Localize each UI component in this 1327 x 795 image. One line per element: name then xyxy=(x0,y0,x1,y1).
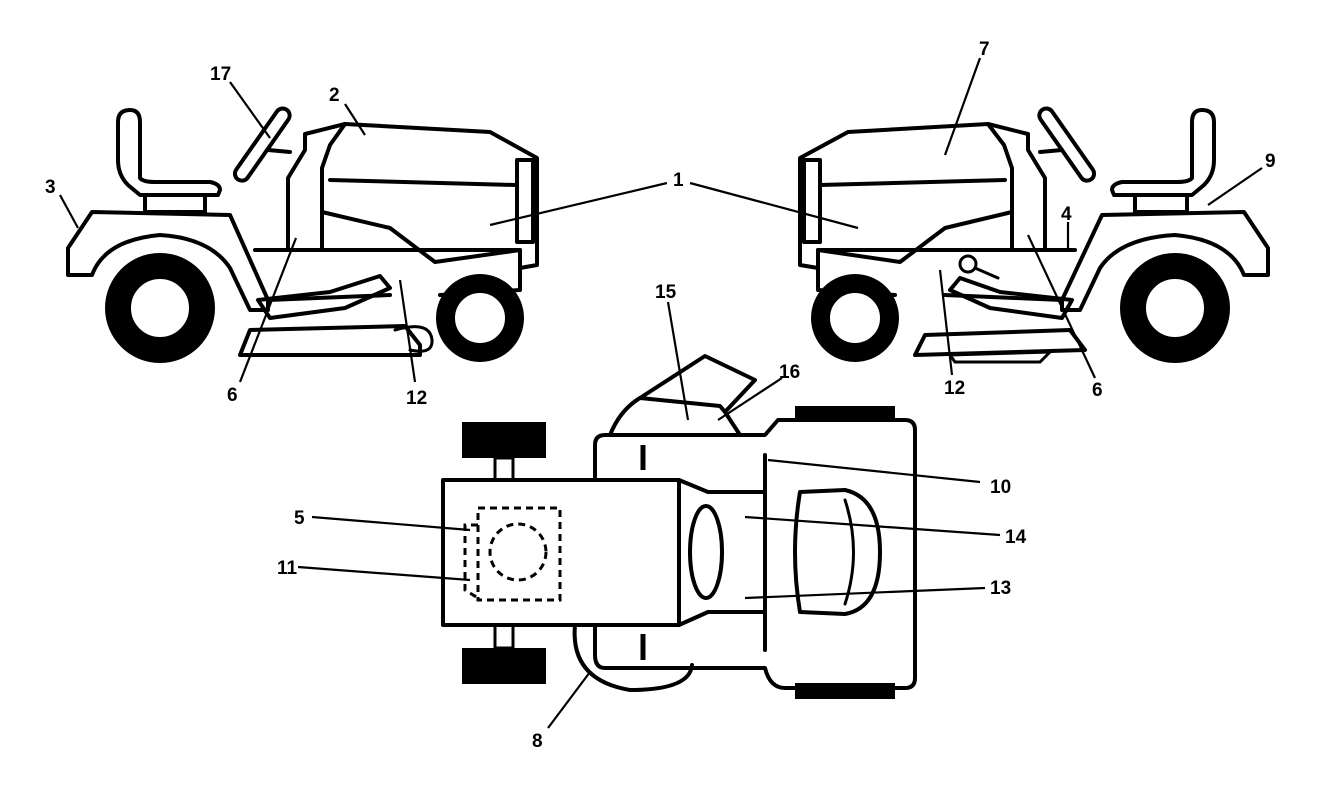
callout-labels: 17 2 3 1 7 9 4 6 12 12 6 15 16 10 5 14 1… xyxy=(45,39,1276,752)
callout-13: 13 xyxy=(990,578,1011,599)
callout-11: 11 xyxy=(277,558,298,579)
callout-6-left: 6 xyxy=(227,385,238,406)
callout-12-right: 12 xyxy=(944,378,965,399)
callout-15: 15 xyxy=(655,282,677,303)
callout-2: 2 xyxy=(329,85,340,106)
callout-10: 10 xyxy=(990,477,1011,498)
top-view-tractor xyxy=(441,354,917,699)
callout-5: 5 xyxy=(294,508,305,529)
right-side-view-tractor xyxy=(798,106,1270,364)
callout-16: 16 xyxy=(779,362,800,383)
callout-14: 14 xyxy=(1005,527,1027,548)
callout-7: 7 xyxy=(979,39,990,60)
callout-4: 4 xyxy=(1061,204,1072,225)
callout-8: 8 xyxy=(532,731,543,752)
callout-17: 17 xyxy=(210,64,231,85)
callout-9: 9 xyxy=(1265,151,1276,172)
leader-lines xyxy=(59,57,1263,729)
callout-6-right: 6 xyxy=(1092,380,1103,401)
callout-12-left: 12 xyxy=(406,388,427,409)
callout-1: 1 xyxy=(673,170,684,191)
left-side-view-tractor xyxy=(66,106,539,363)
callout-3: 3 xyxy=(45,177,56,198)
